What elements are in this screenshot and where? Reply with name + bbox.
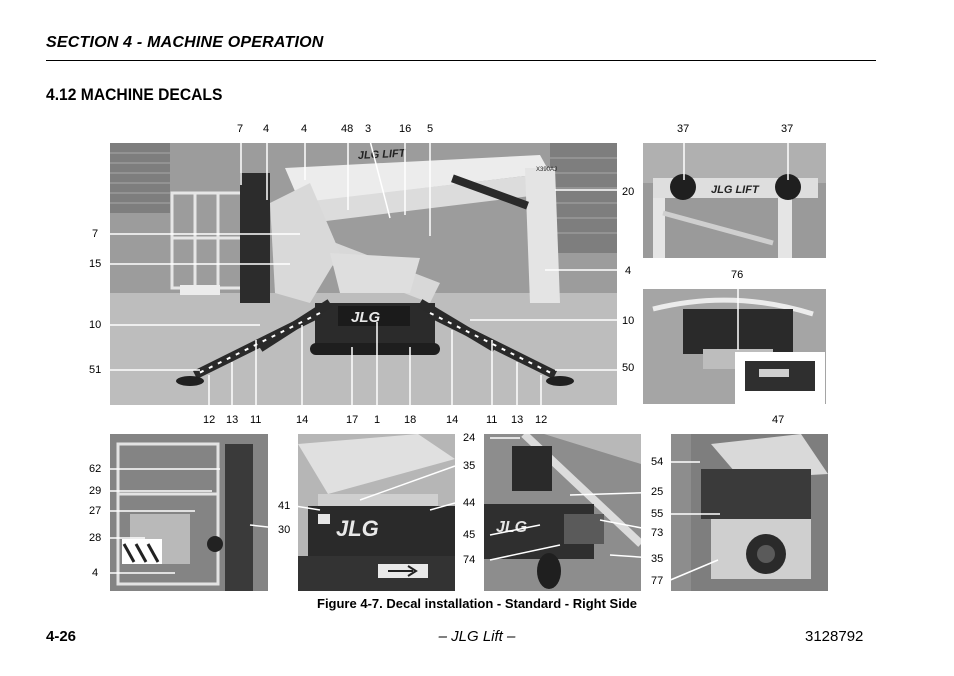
- callout-label: 37: [781, 123, 794, 135]
- callout-label: 24: [463, 432, 476, 444]
- top-right-photo: JLG LIFT: [643, 143, 826, 258]
- callout-label: 54: [651, 456, 664, 468]
- page-number: 4-26: [46, 628, 77, 645]
- callout-label: 37: [677, 123, 690, 135]
- callout-label: 4: [92, 567, 99, 579]
- callout-label: 1: [374, 414, 381, 426]
- callout-label: 35: [651, 553, 664, 565]
- callout-label: 10: [89, 319, 102, 331]
- figure-caption: Figure 4-7. Decal installation - Standar…: [317, 596, 637, 611]
- callout-label: 14: [446, 414, 459, 426]
- bottom-left-photo: [110, 434, 268, 591]
- mid-right-photo: [643, 289, 826, 404]
- callout-label: 11: [486, 414, 498, 426]
- callout-label: 18: [404, 414, 417, 426]
- callout-label: 4: [301, 123, 308, 135]
- header-rule: [46, 60, 876, 61]
- bottom-mid-brand-text: JLG: [496, 519, 527, 536]
- bottom-right-photo: [671, 434, 828, 591]
- callout-label: 51: [89, 364, 102, 376]
- section-header: SECTION 4 - MACHINE OPERATION: [46, 34, 324, 51]
- callout-label: 55: [651, 508, 664, 520]
- callout-label: 15: [89, 258, 102, 270]
- document-number: 3128792: [805, 628, 864, 645]
- boom-brand-text: JLG LIFT: [358, 147, 408, 162]
- callout-label: 16: [399, 123, 412, 135]
- callout-label: 12: [203, 414, 216, 426]
- callout-label: 13: [511, 414, 524, 426]
- callout-label: 30: [278, 524, 291, 536]
- callout-label: 48: [341, 123, 354, 135]
- callout-label: 17: [346, 414, 359, 426]
- callout-label: 12: [535, 414, 548, 426]
- callout-label: 25: [651, 486, 664, 498]
- bottom-center-brand-text: JLG: [336, 516, 379, 541]
- callout-label: 35: [463, 460, 476, 472]
- callout-label: 7: [237, 123, 244, 135]
- callout-label: 47: [772, 414, 785, 426]
- callout-label: 10: [622, 315, 635, 327]
- callout-label: 50: [622, 362, 635, 374]
- callout-label: 13: [226, 414, 239, 426]
- callout-label: 41: [278, 500, 291, 512]
- callout-label: 4: [625, 265, 632, 277]
- callout-label: 45: [463, 529, 476, 541]
- callout-label: 5: [427, 123, 434, 135]
- callout-label: 7: [92, 228, 99, 240]
- callout-label: 62: [89, 463, 102, 475]
- callout-label: 44: [463, 497, 476, 509]
- callout-label: 11: [250, 414, 262, 426]
- callout-label: 73: [651, 527, 664, 539]
- callout-label: 27: [89, 505, 102, 517]
- callout-label: 3: [365, 123, 372, 135]
- main-machine-photo: JLG JLG LIFT X390AJ: [110, 143, 617, 405]
- callout-label: 4: [263, 123, 270, 135]
- model-text: X390AJ: [536, 167, 557, 173]
- callout-label: 20: [622, 186, 635, 198]
- footer-brand: – JLG Lift –: [438, 628, 516, 645]
- callout-label: 29: [89, 485, 102, 497]
- callout-label: 77: [651, 575, 664, 587]
- bottom-center-photo: JLG: [298, 434, 455, 591]
- page-title: 4.12 MACHINE DECALS: [46, 85, 223, 104]
- bottom-mid-photo: JLG: [484, 434, 641, 591]
- callout-label: 76: [731, 269, 744, 281]
- callout-label: 74: [463, 554, 476, 566]
- chassis-brand-text: JLG: [351, 309, 381, 326]
- callout-label: 28: [89, 532, 102, 544]
- callout-label: 14: [296, 414, 309, 426]
- top-right-brand-text: JLG LIFT: [711, 184, 760, 196]
